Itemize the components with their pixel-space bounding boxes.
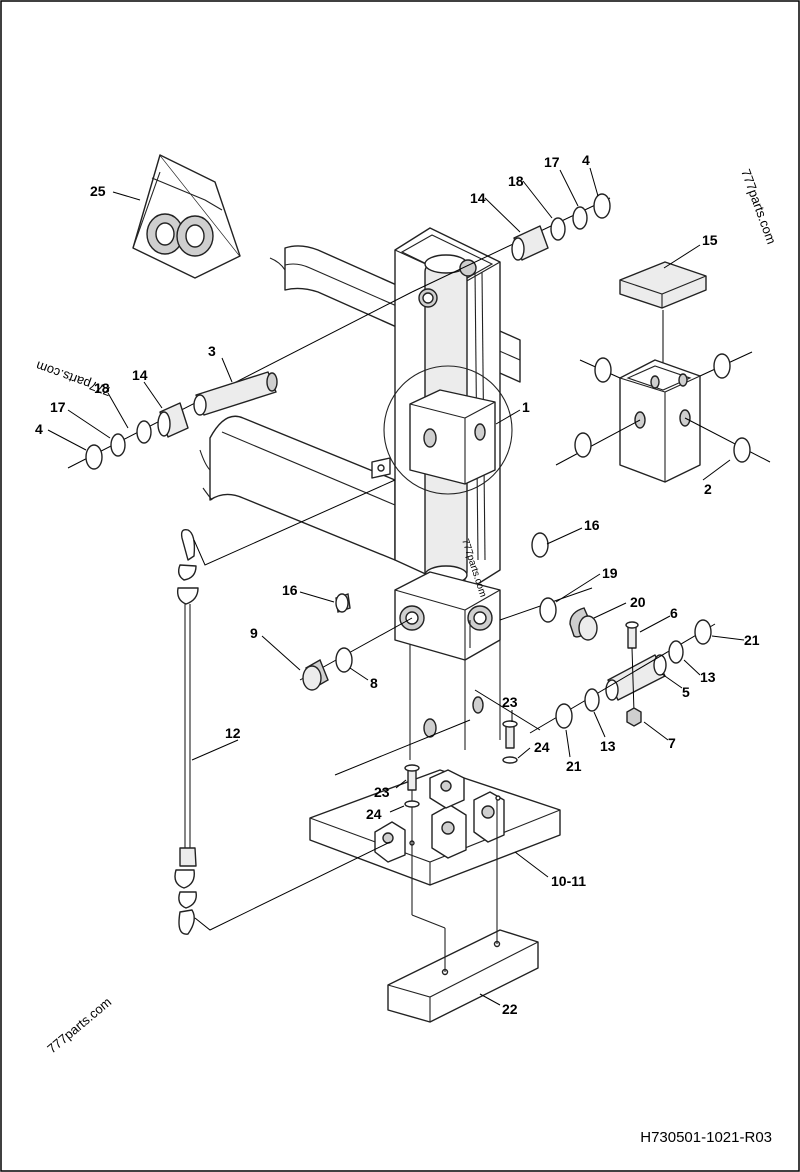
callout-18-left: 18 — [94, 380, 110, 396]
right-pin-stack — [411, 193, 611, 293]
callout-labels: 25 14 18 17 4 15 3 14 18 17 4 1 2 16 16 … — [35, 152, 760, 1017]
left-pin-stack — [67, 291, 413, 470]
right-small-parts — [299, 532, 716, 808]
watermark-left: 777parts.com — [34, 358, 113, 399]
callout-22: 22 — [502, 1001, 518, 1017]
callout-5: 5 — [682, 684, 690, 700]
callout-14-right: 14 — [470, 190, 486, 206]
callout-3: 3 — [208, 343, 216, 359]
callout-18-right: 18 — [508, 173, 524, 189]
callout-20: 20 — [630, 594, 646, 610]
callout-2: 2 — [704, 481, 712, 497]
document-id: H730501-1021-R03 — [640, 1129, 772, 1146]
callout-21-bottom: 21 — [566, 758, 582, 774]
callout-25: 25 — [90, 183, 106, 199]
callout-6: 6 — [670, 605, 678, 621]
watermark-top-right: 777parts.com — [738, 167, 779, 246]
callout-16-left: 16 — [282, 582, 298, 598]
chain — [174, 479, 396, 935]
lower-frame-rail — [199, 415, 396, 561]
callout-21-right: 21 — [744, 632, 760, 648]
callout-4-left: 4 — [35, 421, 43, 437]
callout-9: 9 — [250, 625, 258, 641]
base-plate — [309, 769, 561, 886]
callout-16-right: 16 — [584, 517, 600, 533]
callout-13-right: 13 — [700, 669, 716, 685]
callout-17-left: 17 — [50, 399, 66, 415]
callout-13-bottom: 13 — [600, 738, 616, 754]
callout-17-right: 17 — [544, 154, 560, 170]
watermark-bottom-left: 777parts.com — [44, 994, 114, 1056]
mast-assembly — [371, 227, 513, 760]
detail-circle — [383, 365, 513, 495]
leader-lines — [47, 167, 745, 1006]
socket — [555, 351, 771, 483]
callout-19: 19 — [602, 565, 618, 581]
callout-7: 7 — [668, 735, 676, 751]
callout-10-11: 10-11 — [551, 873, 586, 889]
callout-12: 12 — [225, 725, 241, 741]
cap — [619, 261, 707, 365]
foot-pad — [387, 775, 539, 1023]
callout-24-left: 24 — [366, 806, 382, 822]
callout-14-left: 14 — [132, 367, 148, 383]
callout-8: 8 — [370, 675, 378, 691]
callout-1: 1 — [522, 399, 530, 415]
callout-23-left: 23 — [374, 784, 390, 800]
callout-4-right: 4 — [582, 152, 590, 168]
callout-24-right: 24 — [534, 739, 550, 755]
callout-23-right: 23 — [502, 694, 518, 710]
callout-15: 15 — [702, 232, 718, 248]
pulley-block — [132, 154, 241, 279]
